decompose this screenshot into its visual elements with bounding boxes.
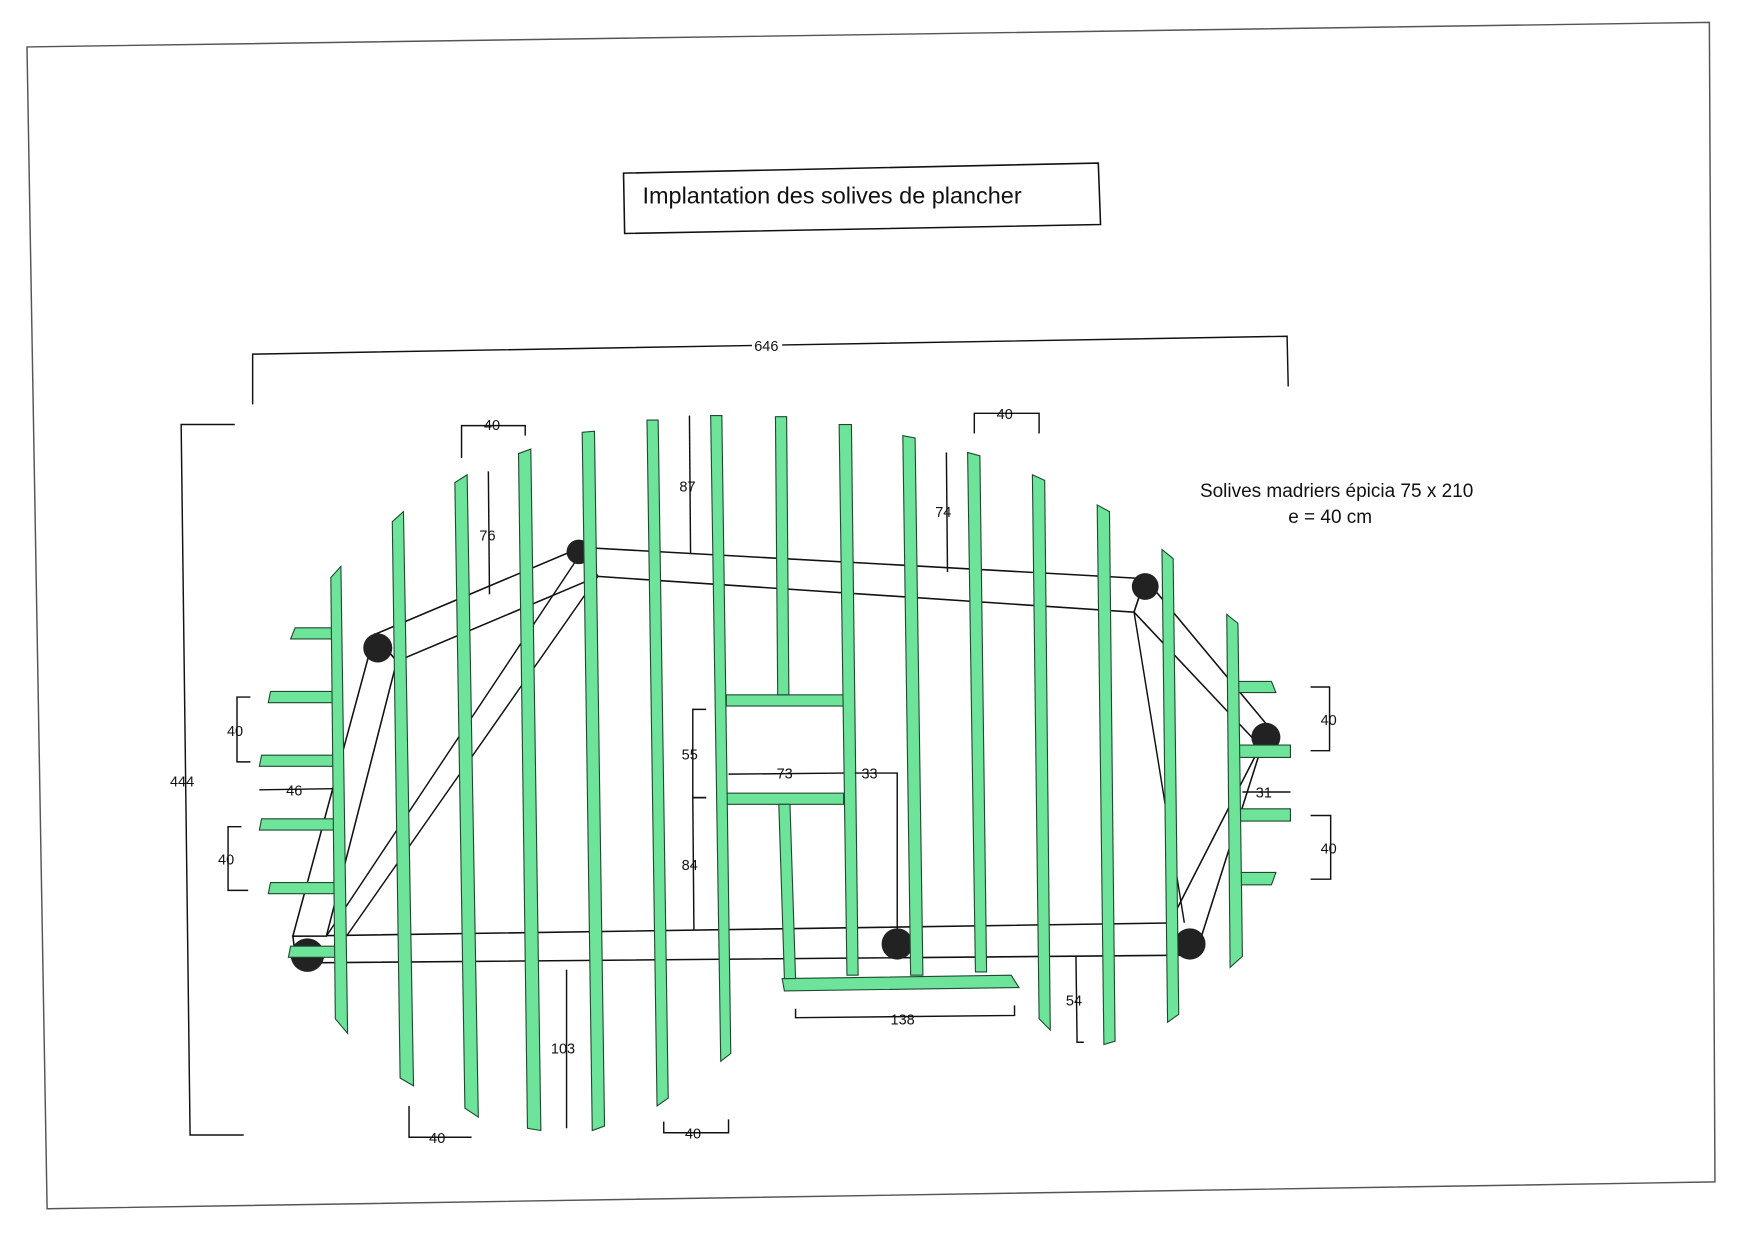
joist-spacing-note: e = 40 cm [1288, 507, 1372, 528]
dim-right-overhang: 31 [1256, 786, 1272, 802]
drawing-title: Implantation des solives de plancher [643, 182, 1022, 208]
dim-73: 73 [777, 767, 793, 783]
dim-top-right-spacing: 40 [997, 407, 1013, 423]
title-box: Implantation des solives de plancher [622, 162, 1102, 235]
dim-103: 103 [551, 1041, 575, 1057]
dim-76: 76 [479, 529, 495, 545]
stair-opening-headers [725, 694, 1020, 992]
left-stub-joists [258, 627, 336, 958]
dim-right-spacing-1: 40 [1321, 713, 1337, 729]
dim-54: 54 [1066, 993, 1082, 1009]
dimension-labels: 646 444 40 40 76 87 74 40 40 46 55 84 73… [170, 339, 1337, 1147]
dim-33: 33 [861, 767, 877, 783]
post-icon [1131, 573, 1159, 600]
post-icon [363, 633, 393, 663]
dim-84: 84 [682, 858, 698, 874]
main-joists [330, 415, 1243, 1132]
dim-bottom-spacing-2: 40 [685, 1126, 701, 1142]
dim-87: 87 [679, 480, 695, 496]
dim-138: 138 [891, 1012, 915, 1028]
right-stub-joists [1237, 680, 1292, 886]
dim-74: 74 [935, 505, 951, 521]
dim-overall-depth: 444 [170, 774, 194, 790]
dim-left-overhang: 46 [286, 783, 302, 799]
post-icon [1174, 928, 1206, 960]
dimension-lines [180, 335, 1332, 1138]
dim-left-spacing-1: 40 [227, 724, 243, 740]
dim-bottom-spacing-1: 40 [429, 1131, 445, 1147]
dim-left-spacing-2: 40 [218, 853, 234, 869]
dim-55: 55 [682, 748, 698, 764]
dim-label-mask [752, 337, 783, 355]
dim-right-spacing-2: 40 [1321, 841, 1337, 857]
page-border [26, 21, 1716, 1210]
dim-overall-width-label: 646 [754, 339, 778, 355]
joist-spec-note: Solives madriers épicia 75 x 210 [1200, 481, 1473, 502]
dim-top-left-spacing: 40 [484, 418, 500, 434]
post-icon [881, 928, 913, 960]
